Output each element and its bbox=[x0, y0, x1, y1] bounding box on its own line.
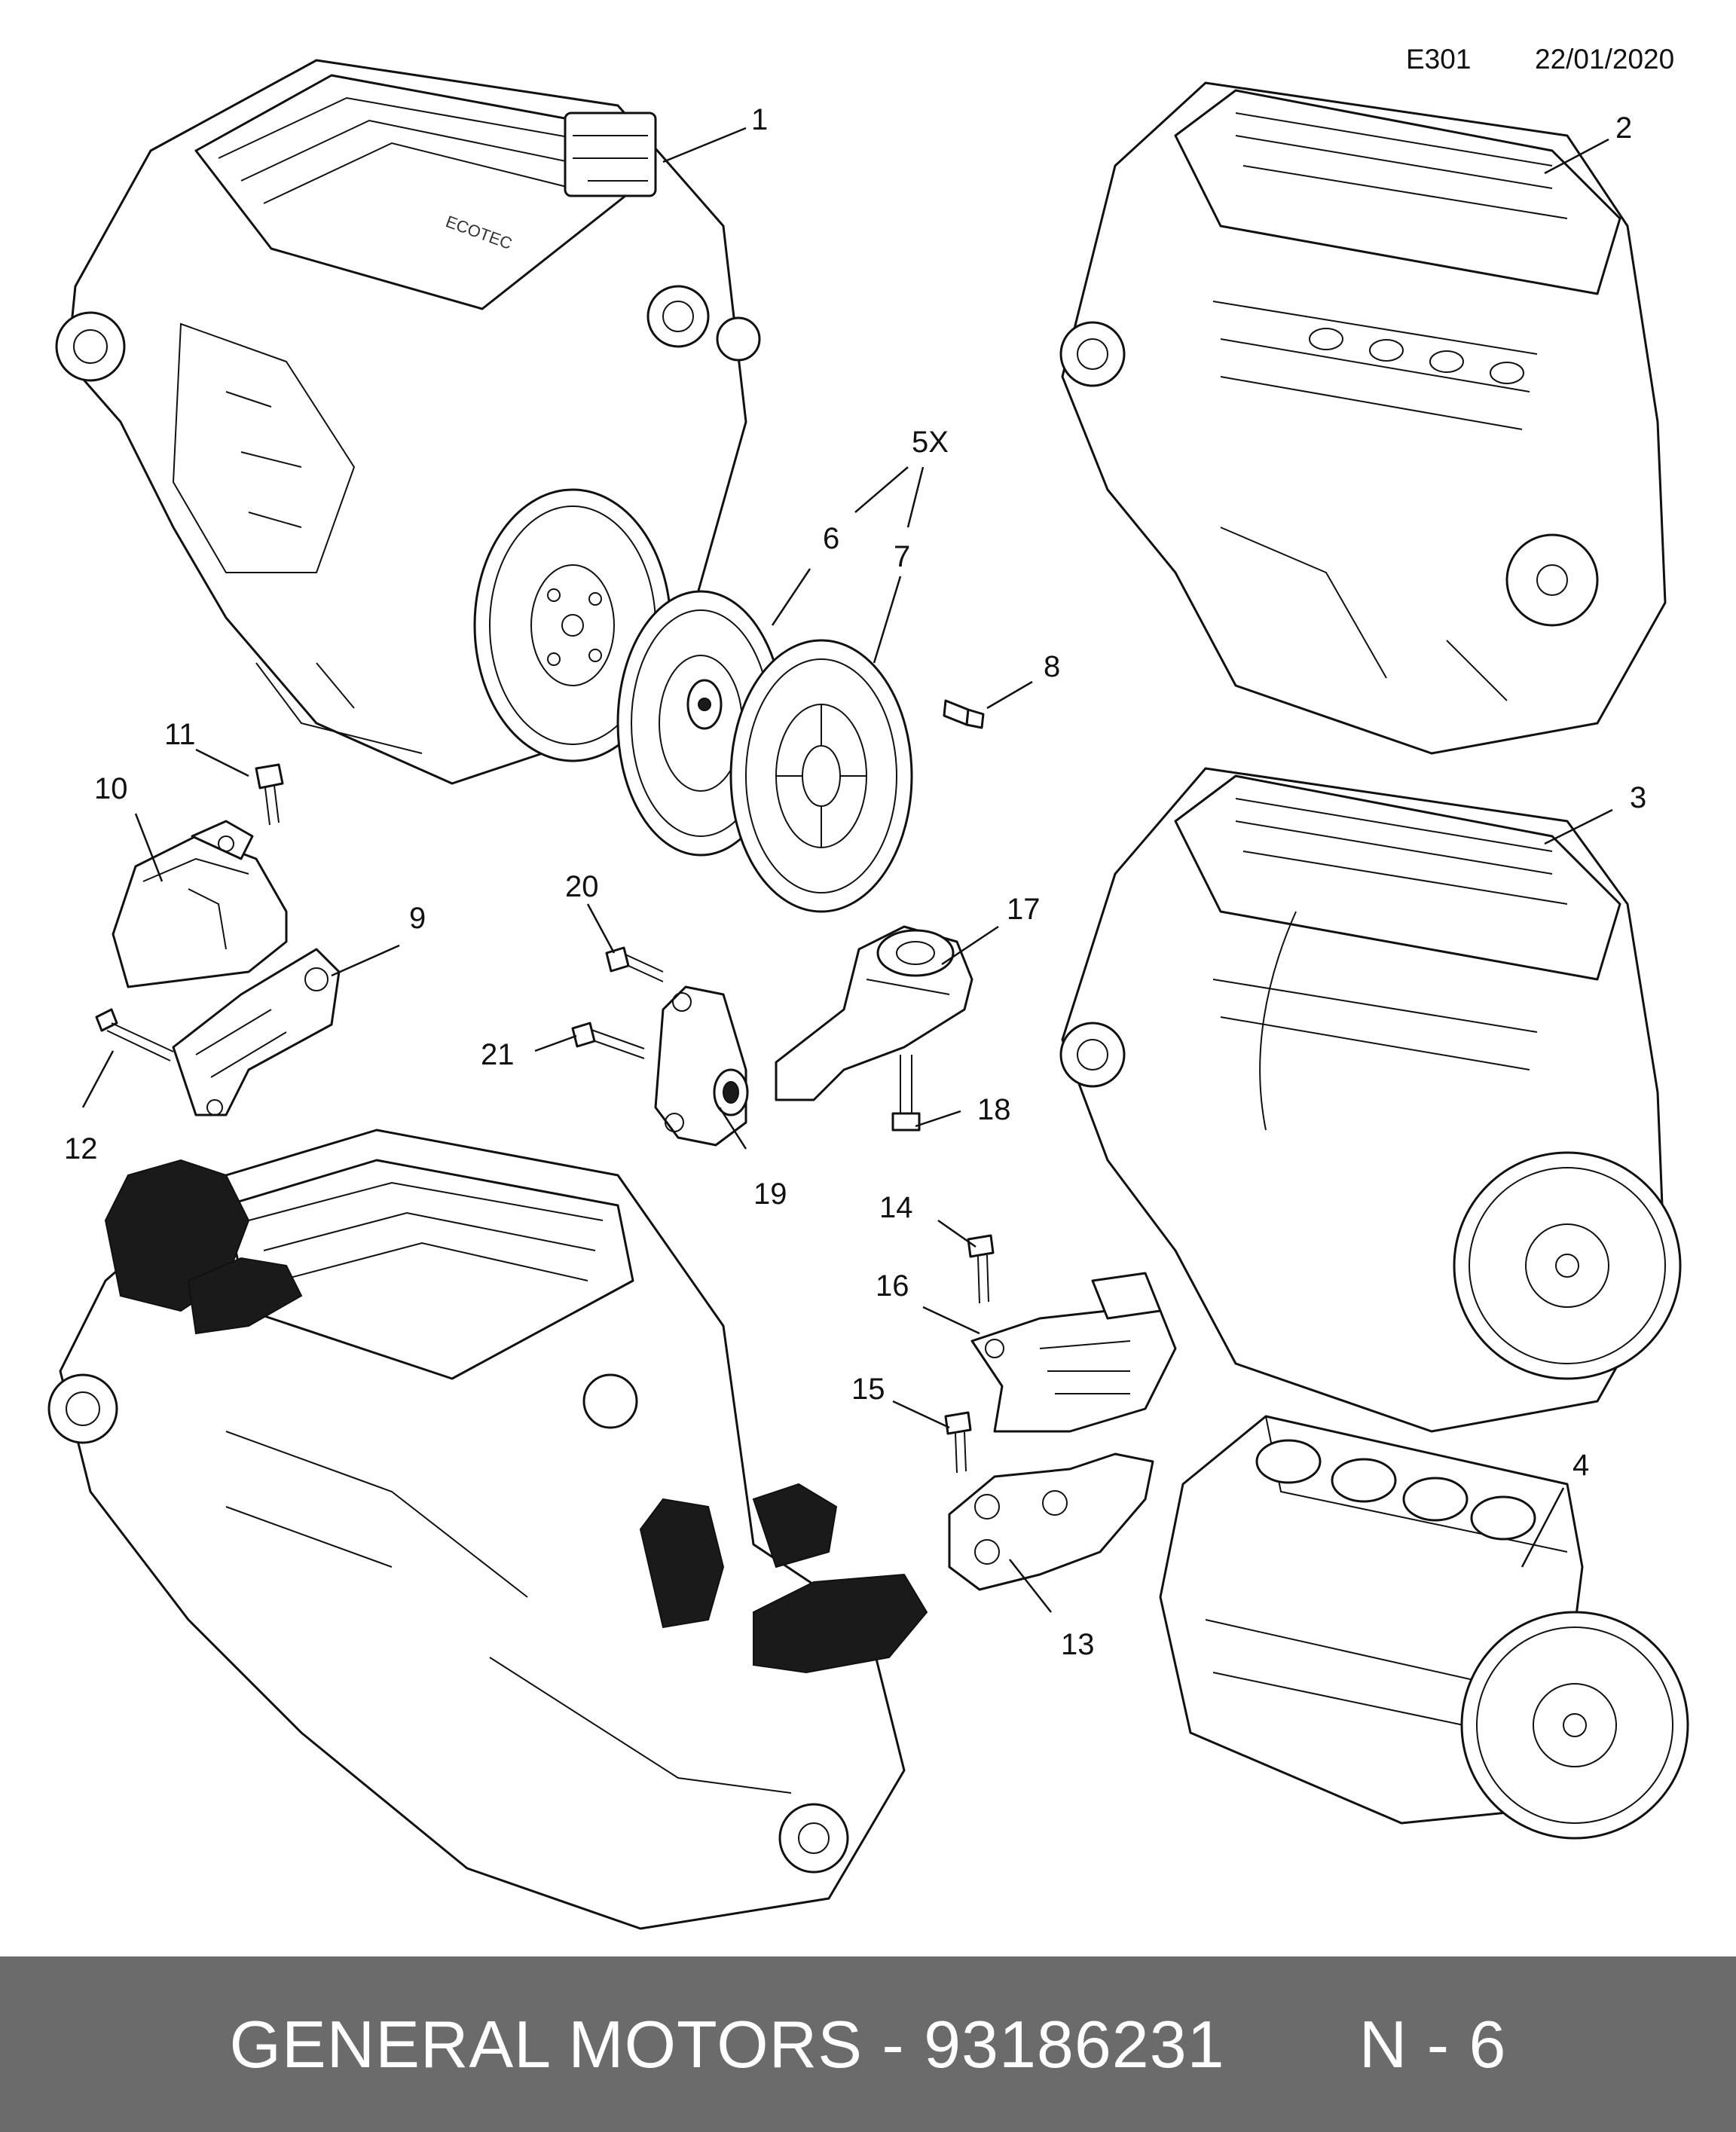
callout-12: 12 bbox=[64, 1132, 98, 1165]
callout-5x: 5X bbox=[912, 426, 949, 459]
footer-brand: GENERAL MOTORS bbox=[229, 2006, 863, 2082]
footer-page: N - 6 bbox=[1359, 2006, 1507, 2082]
engine-assembly-1: ECOTEC bbox=[55, 59, 761, 785]
diagram-code: E301 bbox=[1406, 44, 1472, 75]
bolt-8 bbox=[943, 699, 985, 729]
bolt-18 bbox=[891, 1055, 921, 1132]
callout-1: 1 bbox=[751, 103, 768, 136]
callout-21: 21 bbox=[481, 1038, 515, 1071]
footer-bar: GENERAL MOTORS - 93186231 N - 6 bbox=[0, 1956, 1736, 2132]
callout-20: 20 bbox=[565, 870, 599, 903]
callout-4: 4 bbox=[1572, 1449, 1589, 1482]
callout-13: 13 bbox=[1061, 1628, 1095, 1661]
mount-bracket-19 bbox=[654, 985, 749, 1147]
footer-text: GENERAL MOTORS - 93186231 N - 6 bbox=[0, 1956, 1736, 2132]
callout-8: 8 bbox=[1044, 650, 1060, 683]
bolt-20 bbox=[605, 946, 664, 982]
footer-separator: - bbox=[862, 2006, 925, 2082]
leader-lines bbox=[81, 127, 1613, 1613]
callout-3: 3 bbox=[1630, 781, 1646, 814]
bolt-12 bbox=[95, 1008, 174, 1061]
engine-assembly-2 bbox=[1059, 81, 1667, 755]
bolt-14 bbox=[967, 1234, 995, 1304]
callout-18: 18 bbox=[977, 1093, 1011, 1126]
engine-mount-17 bbox=[775, 925, 973, 1101]
callout-14: 14 bbox=[879, 1191, 913, 1224]
engine-assembly-3 bbox=[1059, 767, 1682, 1433]
callout-7: 7 bbox=[894, 540, 910, 573]
footer-spacer bbox=[1225, 2006, 1359, 2083]
engine-block bbox=[1159, 1415, 1689, 1840]
callout-15: 15 bbox=[851, 1373, 885, 1406]
callout-10: 10 bbox=[94, 772, 128, 805]
engine-mount-10 bbox=[112, 820, 288, 988]
callout-2: 2 bbox=[1615, 111, 1632, 145]
callout-16: 16 bbox=[876, 1269, 909, 1303]
engine-mount-16 bbox=[970, 1272, 1177, 1433]
callout-labels: 1 2 3 4 5X 6 7 8 9 10 11 12 13 14 15 16 … bbox=[64, 103, 1646, 1661]
engine-mount-13 bbox=[948, 1452, 1154, 1591]
mount-bracket-9 bbox=[172, 948, 341, 1116]
pressure-plate bbox=[729, 639, 913, 913]
bolt-21 bbox=[571, 1022, 645, 1059]
diagram-date: 22/01/2020 bbox=[1535, 44, 1675, 75]
exploded-parts-diagram: ECOTEC bbox=[47, 59, 1689, 1930]
footer-part-number: 93186231 bbox=[924, 2006, 1225, 2082]
bolt-11 bbox=[255, 763, 284, 826]
callout-11: 11 bbox=[164, 718, 196, 751]
callout-9: 9 bbox=[409, 902, 426, 935]
bolt-15 bbox=[944, 1411, 972, 1474]
callout-17: 17 bbox=[1007, 893, 1041, 926]
engine-transmission-assembly bbox=[47, 1129, 928, 1930]
callout-6: 6 bbox=[823, 522, 839, 555]
callout-19: 19 bbox=[753, 1177, 787, 1211]
